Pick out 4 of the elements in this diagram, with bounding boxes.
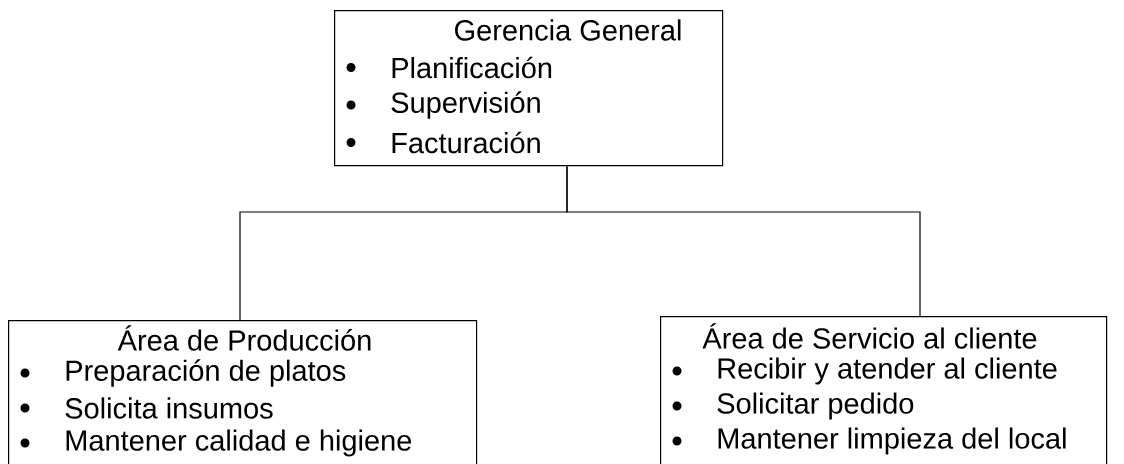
list-box: Área de Servicio al cliente Recibir y atender al cliente Solicitar pedido Mantener limpieza del local: [660, 316, 1108, 464]
connector-line: [566, 165, 921, 317]
list-box: Gerencia General Planificación Supervisión Facturación: [334, 10, 724, 167]
list-box: Área de Producción Preparación de platos Solicita insumos Mantener calidad e higiene: [8, 320, 478, 464]
